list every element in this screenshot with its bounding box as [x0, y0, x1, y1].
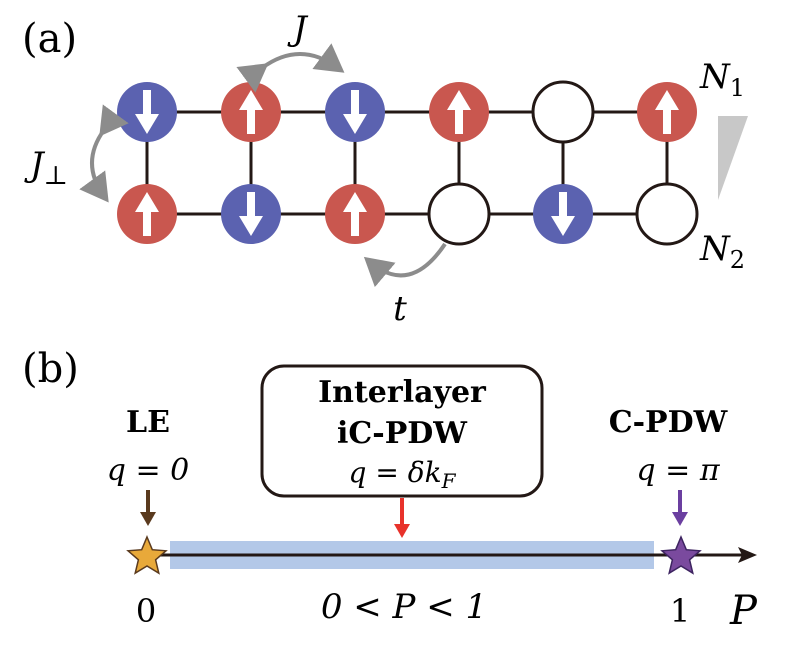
density-wedge	[718, 116, 748, 200]
layer-N1-label: N1	[699, 57, 745, 102]
iC-PDW-line2: iC-PDW	[337, 416, 468, 451]
exchange-Jperp-arrow	[79, 104, 129, 203]
C-PDW-phase-label: C-PDW	[609, 405, 729, 440]
hopping-t-label: t	[393, 289, 407, 329]
spin-down-arrow-icon	[239, 192, 263, 236]
exchange-J-arrow	[236, 43, 345, 93]
C-PDW-q-value: q = π	[636, 453, 720, 488]
bottom-site-4-hole	[427, 182, 491, 246]
iC-PDW-line1: Interlayer	[318, 375, 487, 410]
spin-up-arrow-icon	[239, 90, 263, 134]
C-PDW-pointer-arrowhead	[672, 512, 688, 526]
P-axis-arrowhead	[738, 547, 757, 563]
C-PDW-star-icon	[660, 535, 702, 575]
spin-down-arrow-icon	[135, 90, 159, 134]
hopping-t-arrow	[363, 242, 447, 288]
P-tick-1: 1	[670, 592, 690, 630]
LE-q-value: q = 0	[107, 453, 190, 488]
spin-up-arrow-icon	[135, 192, 159, 236]
LE-star-icon	[126, 535, 168, 575]
exchange-Jperp-label: J⊥	[24, 145, 68, 191]
panel-a-label: (a)	[22, 16, 77, 62]
bottom-site-6-hole	[635, 182, 699, 246]
spin-down-arrow-icon	[551, 192, 575, 236]
top-site-5-hole	[531, 80, 595, 144]
spin-up-arrow-icon	[655, 90, 679, 134]
iC-PDW-q-value: q = δkF	[349, 456, 457, 493]
panel-b-label: (b)	[22, 346, 79, 392]
top-layer-sites	[117, 80, 697, 144]
LE-pointer-arrowhead	[140, 512, 156, 526]
bottom-layer-sites	[117, 182, 699, 246]
layer-N2-label: N2	[699, 229, 745, 274]
P-tick-0: 0	[136, 592, 156, 630]
iC-PDW-pointer-arrowhead	[394, 524, 410, 538]
P-axis-label: P	[729, 588, 758, 634]
iC-PDW-box	[260, 364, 544, 498]
spin-up-arrow-icon	[343, 192, 367, 236]
spin-up-arrow-icon	[447, 90, 471, 134]
LE-phase-label: LE	[126, 405, 170, 440]
spin-down-arrow-icon	[343, 90, 367, 134]
exchange-J-label: J	[287, 9, 309, 49]
P-range-label: 0 < P < 1	[321, 587, 487, 627]
